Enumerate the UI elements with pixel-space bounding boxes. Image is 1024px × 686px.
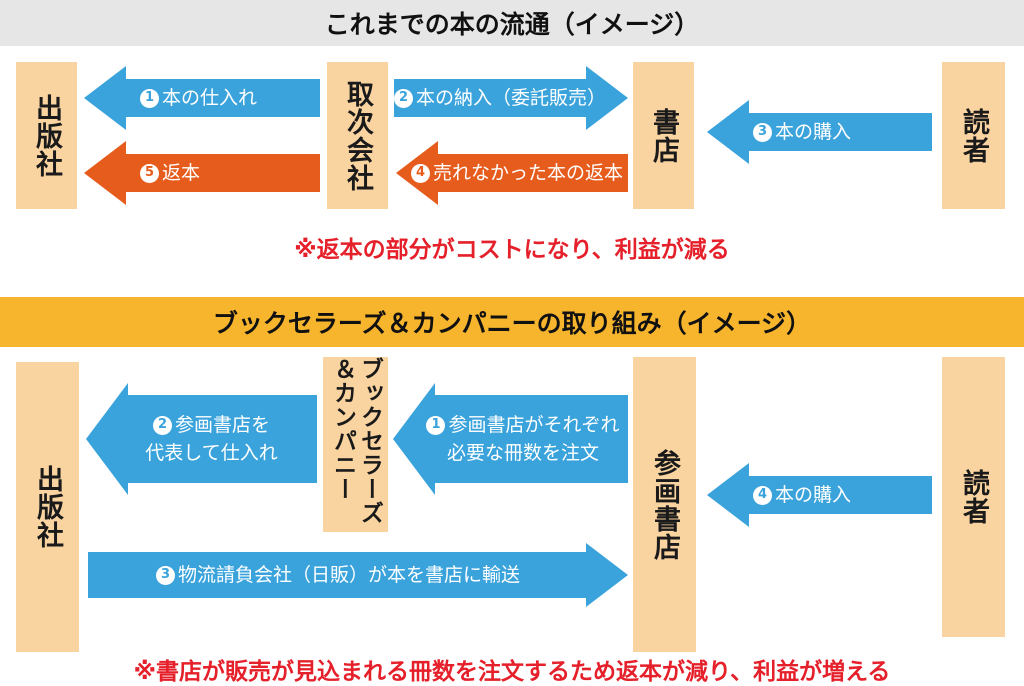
top-label-unsold-return: 4 売れなかった本の返本	[406, 158, 628, 188]
bottom-label-procure-line2: 代表して仕入れ	[145, 442, 278, 464]
step-3-badge: 3	[155, 565, 175, 585]
bottom-arrow-shipping	[88, 543, 628, 607]
top-arrow-unsold-return	[396, 141, 628, 205]
top-arrow-return	[84, 141, 320, 205]
bottom-company-box: ブックセラーズ＆カンパニー	[323, 357, 388, 532]
bottom-label-order-line2: 必要な冊数を注文	[446, 442, 599, 464]
bottom-label-shipping: 3 物流請負会社（日販）が本を書店に輸送	[88, 560, 588, 590]
bottom-label-buy-text: 本の購入	[775, 484, 852, 506]
top-label-purchase: 1 本の仕入れ	[126, 83, 320, 113]
top-arrow-purchase	[84, 66, 320, 130]
top-bookstore-box: 書店	[633, 62, 694, 209]
bottom-label-procure: 2 参画書店を 代表して仕入れ	[106, 408, 317, 470]
step-2-badge: 2	[152, 415, 172, 435]
bottom-label-order-line1: 参画書店がそれぞれ	[448, 414, 620, 436]
top-note: ※返本の部分がコストになり、利益が減る	[294, 237, 730, 263]
top-label-unsold-return-text: 売れなかった本の返本	[432, 162, 623, 184]
top-label-purchase-text: 本の仕入れ	[162, 87, 258, 109]
step-5-badge: 5	[140, 163, 159, 183]
bottom-reader-box: 読者	[942, 357, 1005, 637]
top-label-return-text: 返本	[162, 162, 201, 184]
top-publisher-box: 出版社	[16, 62, 77, 209]
bottom-arrow-buy	[707, 463, 932, 527]
step-4-badge: 4	[753, 485, 772, 505]
bottom-bookstore-box: 参画書店	[633, 357, 696, 652]
top-label-delivery: 2 本の納入（委託販売）	[394, 83, 606, 113]
top-label-delivery-text: 本の納入（委託販売）	[416, 87, 607, 109]
top-distributor-box: 取次会社	[327, 62, 388, 209]
bottom-label-buy: 4 本の購入	[749, 480, 932, 510]
top-arrow-buy	[707, 100, 932, 164]
bottom-arrow-order	[393, 383, 628, 495]
top-label-buy-text: 本の購入	[775, 121, 852, 143]
step-1-badge: 1	[140, 88, 159, 108]
bottom-label-shipping-text: 物流請負会社（日販）が本を書店に輸送	[177, 564, 520, 586]
bottom-section-title: ブックセラーズ＆カンパニーの取り組み（イメージ）	[0, 297, 1024, 347]
step-3-badge: 3	[753, 122, 772, 142]
top-label-buy: 3 本の購入	[749, 117, 932, 147]
top-arrow-delivery	[394, 66, 628, 130]
bottom-arrow-procure	[86, 383, 317, 495]
top-reader-box: 読者	[942, 62, 1005, 209]
top-section-title: これまでの本の流通（イメージ）	[0, 0, 1024, 46]
step-2-badge: 2	[394, 88, 413, 108]
top-label-return: 5 返本	[126, 158, 320, 188]
bottom-note: ※書店が販売が見込まれる冊数を注文するため返本が減り、利益が増える	[133, 659, 891, 685]
bottom-publisher-box: 出版社	[16, 362, 79, 652]
step-1-badge: 1	[426, 415, 446, 435]
step-4-badge: 4	[410, 163, 430, 183]
bottom-label-procure-line1: 参画書店を	[174, 414, 270, 436]
bottom-label-order: 1 参画書店がそれぞれ 必要な冊数を注文	[418, 408, 628, 470]
